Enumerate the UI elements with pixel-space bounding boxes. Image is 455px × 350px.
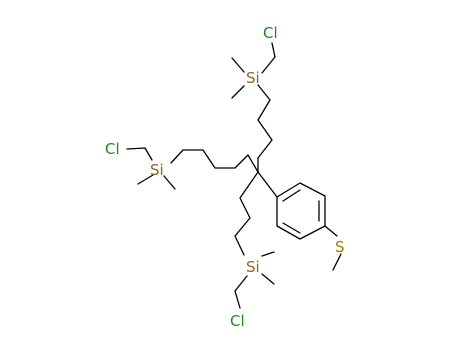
- bond-bottom-si-ch2: [234, 275, 248, 292]
- benzene-double-3: [282, 222, 301, 234]
- bond-center-aryl: [257, 171, 278, 198]
- bond-s-methyl: [332, 253, 342, 271]
- bond-top-si-me1: [231, 57, 245, 73]
- bond-left-si-chain: [170, 149, 259, 173]
- atom-label-layer: Cl Si Cl Si S Si Cl: [105, 24, 345, 330]
- atom-cl-bottom: Cl: [230, 312, 245, 330]
- atom-cl-left: Cl: [105, 140, 120, 158]
- bond-top-ch2-si: [261, 56, 276, 74]
- bond-bottom-si-me1: [261, 251, 275, 257]
- bond-left-si-me2: [163, 175, 176, 190]
- benzene-ring: [276, 182, 326, 240]
- bond-top-si-me2: [231, 85, 245, 99]
- bond-left-ch2-si: [144, 147, 153, 161]
- atom-si-top: Si: [246, 69, 260, 87]
- bond-left-si-me1: [137, 174, 154, 185]
- bond-center-bottom-chain: [234, 171, 259, 256]
- bond-bottom-si-me2: [261, 273, 275, 285]
- bond-bottom-ch2-cl: [234, 290, 241, 309]
- benzene-double-1: [282, 189, 301, 202]
- bond-top-clch2: [271, 42, 276, 58]
- atom-si-left: Si: [150, 161, 164, 179]
- atom-cl-top: Cl: [263, 24, 278, 42]
- atom-s-thioether: S: [335, 238, 345, 256]
- atom-si-bottom: Si: [246, 258, 260, 276]
- bond-layer: [126, 42, 342, 309]
- bond-left-clch2: [126, 147, 146, 150]
- bond-aryl-s: [324, 225, 338, 237]
- bond-top-si-chain: [257, 84, 273, 159]
